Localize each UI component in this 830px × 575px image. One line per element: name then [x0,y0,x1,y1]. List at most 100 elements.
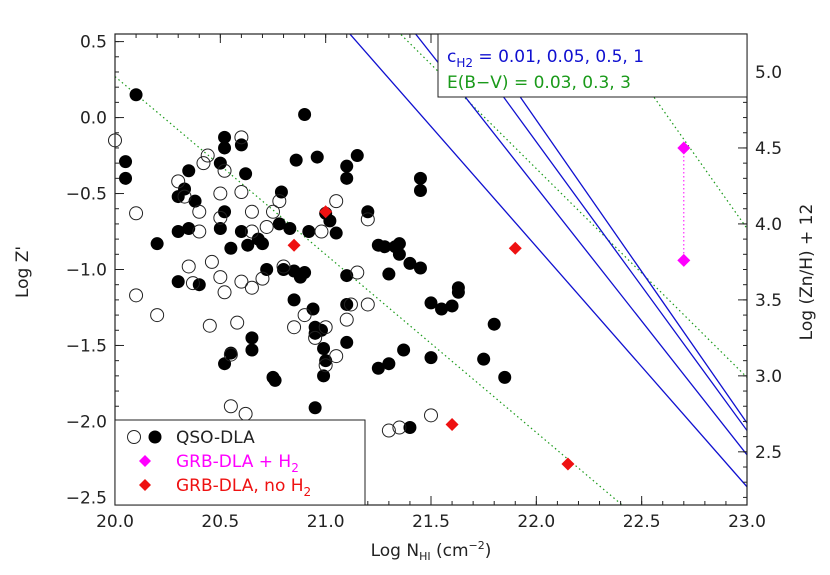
qso-dla-filled-point [477,352,491,366]
cH2-line [414,34,747,456]
x-tick-label: 21.5 [412,512,450,532]
qso-dla-open-point [213,210,228,225]
qso-dla-filled-point [129,88,143,102]
qso-dla-filled-point [340,335,354,349]
annotation-ebv: E(B−V) = 0.03, 0.3, 3 [447,73,631,93]
qso-dla-open-point [329,194,344,209]
qso-dla-open-point [287,320,302,335]
qso-dla-filled-point [317,369,331,383]
y-tick-label: −2.5 [66,488,107,508]
qso-dla-filled-point [308,401,322,415]
y2-tick-label: 3.0 [755,367,782,387]
grb-noh2-point [287,238,301,252]
qso-dla-filled-point [150,237,164,251]
qso-dla-filled-point [224,346,238,360]
qso-dla-filled-point [283,221,297,235]
grb-noh2-point [561,457,575,471]
qso-dla-filled-point [323,214,337,228]
qso-dla-filled-point [350,149,364,163]
qso-dla-open-point [244,224,259,239]
qso-dla-open-point [272,194,287,209]
qso-dla-open-point [223,399,238,414]
qso-dla-filled-point [171,225,185,239]
qso-dla-open-point [255,271,270,286]
qso-dla-filled-point [234,225,248,239]
y-tick-label: −0.5 [66,185,107,205]
qso-dla-open-point [259,219,274,234]
legend-marker-filled [148,430,162,444]
qso-dla-filled-point [403,421,417,435]
qso-dla-open-point [234,130,249,145]
qso-dla-open-point [200,148,215,163]
qso-dla-filled-point [268,373,282,387]
grb-h2-point [677,253,691,267]
annotation-cH2: cH2 = 0.01, 0.05, 0.5, 1 [447,47,644,70]
qso-dla-filled-point [378,240,392,254]
qso-dla-open-point [192,224,207,239]
y2-axis-label: Log (Zn/H) + 12 [797,204,817,341]
qso-dla-open-point [223,347,238,362]
qso-dla-filled-point [224,241,238,255]
qso-dla-open-point [192,204,207,219]
qso-dla-filled-point [435,302,449,316]
qso-dla-filled-point [392,247,406,261]
qso-dla-open-point [350,265,365,280]
qso-dla-open-point [276,259,291,274]
x-tick-label: 22.0 [517,512,555,532]
qso-dla-filled-point [213,156,227,170]
qso-dla-open-point [329,349,344,364]
grb-h2-point [677,141,691,155]
qso-dla-open-point [343,297,358,312]
ebv-line [115,76,624,505]
qso-dla-filled-point [255,237,269,251]
qso-dla-filled-point [298,108,312,122]
qso-dla-filled-point [361,205,375,219]
qso-dla-open-point [171,174,186,189]
qso-dla-filled-point [397,343,411,357]
qso-dla-filled-point [382,267,396,281]
qso-dla-open-point [150,308,165,323]
qso-dla-filled-point [317,342,331,356]
cH2-line [349,34,747,488]
y-tick-label: 0.0 [80,109,107,129]
legend-marker-grb-noh2 [139,479,151,491]
qso-dla-filled-point [289,153,303,167]
qso-dla-open-point [129,288,144,303]
qso-dla-open-point [217,285,232,300]
qso-dla-filled-point [182,221,196,235]
x-tick-label: 21.0 [307,512,345,532]
grb-noh2-point [319,205,333,219]
y2-tick-label: 4.5 [755,139,782,159]
qso-dla-open-point [234,274,249,289]
qso-dla-filled-point [260,263,274,276]
qso-dla-open-point [238,406,253,421]
qso-dla-open-point [244,280,259,295]
qso-dla-filled-point [171,275,185,289]
qso-dla-open-point [244,204,259,219]
qso-dla-filled-point [319,354,333,368]
x-axis-label: Log NHI (cm−2) [371,539,492,563]
qso-dla-open-point [360,297,375,312]
y2-tick-label: 2.5 [755,443,782,463]
y2-tick-label: 3.5 [755,291,782,311]
legend: QSO-DLA GRB-DLA + H2 GRB-DLA, no H2 [114,419,366,506]
qso-dla-filled-point [119,155,133,169]
y-tick-label: −1.5 [66,336,107,356]
data-points [108,88,691,471]
qso-dla-filled-point [245,331,259,345]
qso-dla-filled-point [340,297,354,311]
qso-dla-filled-point [119,171,133,185]
qso-dla-filled-point [178,182,192,196]
qso-dla-open-point [202,318,217,333]
qso-dla-filled-point [392,237,406,251]
qso-dla-open-point [213,186,228,201]
qso-dla-open-point [318,358,333,373]
qso-dla-filled-point [445,299,459,313]
qso-dla-open-point [381,423,396,438]
qso-dla-filled-point [413,183,427,197]
qso-dla-filled-point [302,225,316,239]
qso-dla-open-point [185,276,200,291]
qso-dla-filled-point [213,221,227,235]
qso-dla-filled-point [451,285,465,299]
